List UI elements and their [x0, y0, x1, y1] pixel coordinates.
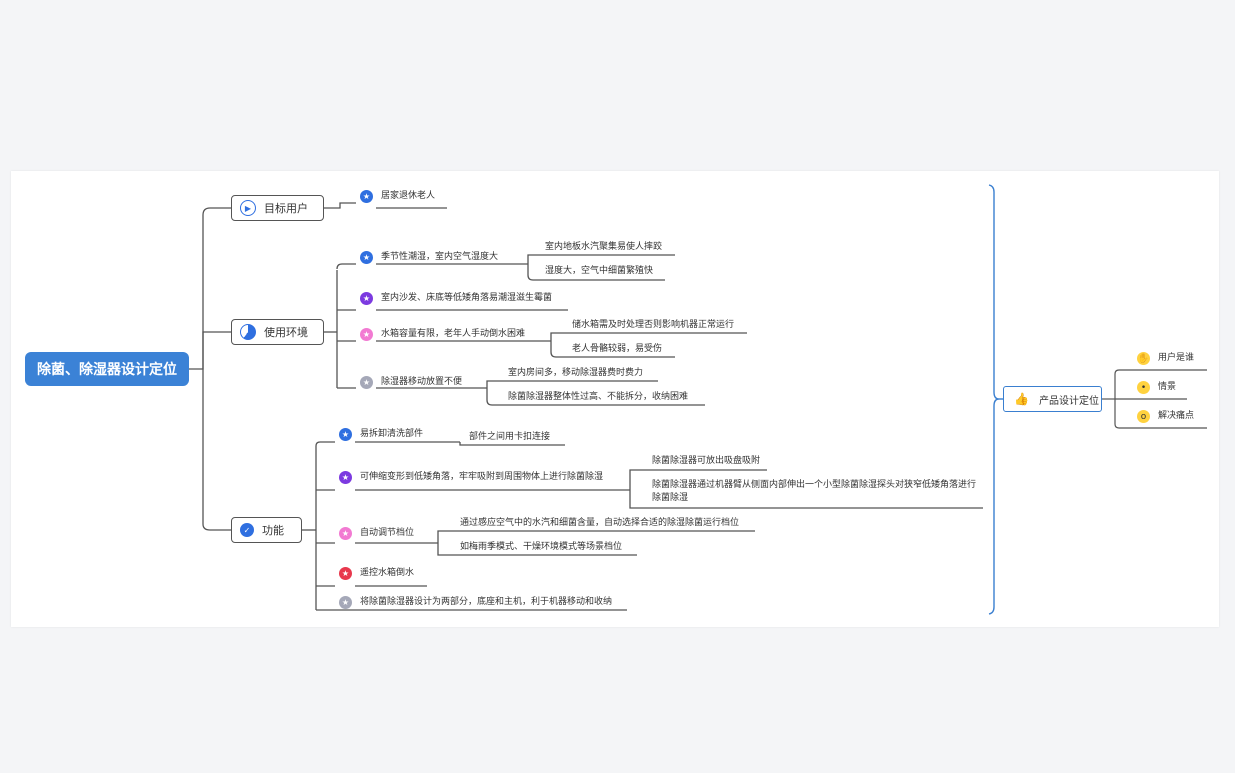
- function-item[interactable]: 可伸缩变形到低矮角落，牢牢吸附到周围物体上进行除菌除湿: [360, 472, 604, 482]
- star-icon: ★: [360, 190, 373, 203]
- star-icon: ★: [360, 376, 373, 389]
- play-circle-icon: ▶: [240, 200, 256, 216]
- environment-item[interactable]: 除湿器移动放置不便: [381, 377, 463, 387]
- function-item[interactable]: 遥控水箱倒水: [360, 568, 415, 578]
- summary-item[interactable]: 情景: [1158, 382, 1177, 392]
- function-subitem[interactable]: 除菌除湿器通过机器臂从侧面内部伸出一个小型除菌除湿探头对狭窄低矮角落进行除菌除湿: [652, 480, 977, 503]
- star-icon: ★: [339, 596, 352, 609]
- branch-label: 使用环境: [264, 326, 308, 339]
- environment-subitem[interactable]: 除菌除湿器整体性过高、不能拆分，收纳困难: [508, 392, 689, 402]
- environment-subitem[interactable]: 室内地板水汽聚集易使人摔跤: [545, 242, 663, 252]
- star-icon: ★: [339, 471, 352, 484]
- environment-subitem[interactable]: 湿度大，空气中细菌繁殖快: [545, 266, 654, 276]
- summary-topic[interactable]: 👍 产品设计定位: [1003, 386, 1102, 412]
- face-icon: •: [1137, 381, 1150, 394]
- summary-item[interactable]: 用户是谁: [1158, 353, 1195, 363]
- summary-item[interactable]: 解决痛点: [1158, 411, 1195, 421]
- environment-subitem[interactable]: 储水箱需及时处理否则影响机器正常运行: [572, 320, 735, 330]
- star-icon: ★: [339, 428, 352, 441]
- function-item[interactable]: 将除菌除湿器设计为两部分，底座和主机，利于机器移动和收纳: [360, 597, 613, 607]
- thumbs-up-icon: 👍: [1014, 392, 1029, 406]
- environment-subitem[interactable]: 室内房间多，移动除湿器费时费力: [508, 368, 644, 378]
- star-icon: ★: [339, 527, 352, 540]
- waving-hand-icon: ✋: [1137, 352, 1150, 365]
- environment-item[interactable]: 季节性潮湿，室内空气湿度大: [381, 252, 499, 262]
- function-subitem[interactable]: 除菌除湿器可放出吸盘吸附: [652, 456, 761, 466]
- branch-label: 功能: [262, 524, 284, 537]
- check-circle-icon: ✓: [240, 523, 254, 537]
- function-subitem[interactable]: 如梅雨季模式、干燥环境模式等场景档位: [460, 542, 623, 552]
- surprised-face-icon: o: [1137, 410, 1150, 423]
- function-subitem[interactable]: 通过感应空气中的水汽和细菌含量，自动选择合适的除湿除菌运行档位: [460, 518, 740, 528]
- summary-label: 产品设计定位: [1038, 395, 1099, 407]
- pie-progress-icon: [240, 324, 256, 340]
- environment-item[interactable]: 水箱容量有限，老年人手动倒水困难: [381, 329, 526, 339]
- function-item[interactable]: 自动调节档位: [360, 528, 415, 538]
- branch-environment[interactable]: 使用环境: [231, 319, 324, 345]
- star-icon: ★: [360, 292, 373, 305]
- branch-functions[interactable]: ✓ 功能: [231, 517, 302, 543]
- function-item[interactable]: 易拆卸清洗部件: [360, 429, 424, 439]
- environment-item[interactable]: 室内沙发、床底等低矮角落易潮湿滋生霉菌: [381, 293, 553, 303]
- star-icon: ★: [360, 328, 373, 341]
- target-user-item[interactable]: 居家退休老人: [381, 191, 436, 201]
- environment-subitem[interactable]: 老人骨骼较弱，易受伤: [572, 344, 663, 354]
- branch-label: 目标用户: [264, 202, 308, 215]
- root-topic[interactable]: 除菌、除湿器设计定位: [25, 352, 189, 386]
- star-icon: ★: [339, 567, 352, 580]
- branch-target-users[interactable]: ▶ 目标用户: [231, 195, 324, 221]
- star-icon: ★: [360, 251, 373, 264]
- function-subitem[interactable]: 部件之间用卡扣连接: [469, 432, 551, 442]
